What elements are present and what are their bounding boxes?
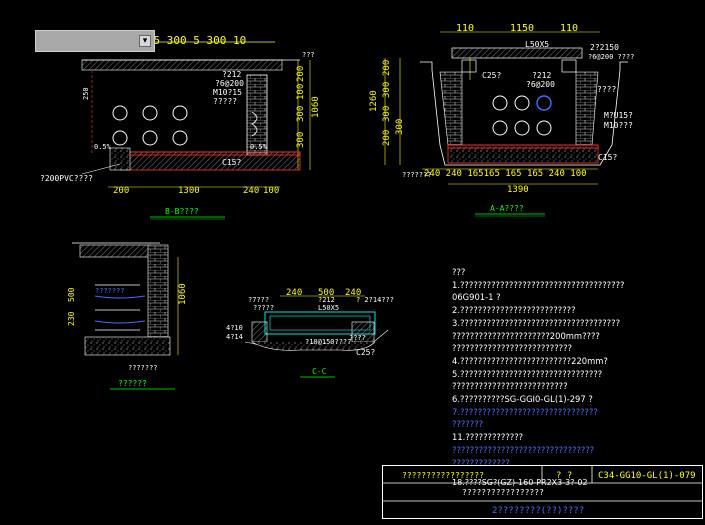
dc-left-2: 4?14 [226, 333, 243, 341]
b-bottom-dim-3: 240 [243, 186, 259, 196]
a-rebar-1: ?212 [532, 71, 551, 80]
design-notes: ??? 1.???????????????????????????????????… [452, 266, 702, 469]
note-line: ??????? [452, 419, 484, 430]
tb-fig-no: C34-GG10-GL(1)-079 [598, 471, 696, 481]
a-left-dim-total: 1260 [369, 90, 379, 112]
a-side-3: M10??? [604, 121, 633, 130]
b-right-dim-4: 300 [296, 132, 306, 148]
dl-dim-1: 1060 [178, 283, 188, 305]
note-line: ?????????????????????????? [452, 381, 568, 392]
note-line: 2.?????????????????????????? [452, 305, 576, 316]
a-note: ??????? [402, 171, 432, 179]
b-right-dim-3: 300 [296, 106, 306, 122]
a-c-label: C25? [482, 71, 501, 80]
note-line: 1.????????????????????????????????????? [452, 279, 625, 290]
b-slope-label-2: 0.5% [250, 143, 268, 151]
dc-bottom-1: ?10@150???? [305, 338, 351, 346]
note-line: ??? [452, 267, 466, 277]
dc-callout-1: ?7??? [248, 296, 269, 304]
dl-note: ??????? [128, 364, 158, 372]
note-line: 11.????????????? [452, 432, 524, 443]
note-line: ???????????????????????????????? [452, 444, 595, 455]
section-a-a: 110 1150 110 2?2150 ?6@200 ???? L50X5 ?2… [369, 23, 634, 217]
a-side-2: M?U15? [604, 111, 633, 120]
a-top-dim-3: 110 [560, 23, 578, 34]
a-base-label: C15? [598, 153, 617, 162]
b-top-dims: 300 5 300 5 300 10 [127, 34, 246, 47]
b-bottom-dim-2: 1300 [178, 186, 200, 196]
note-line: 4.?????????????????????????220mm? [452, 355, 608, 366]
a-top-dim-2: 1150 [510, 23, 534, 34]
a-top-dim-1: 110 [456, 23, 474, 34]
b-right-dim-1: 200 [296, 66, 306, 82]
a-left-dim-2: 300 [382, 82, 392, 98]
dc-title: C-C [312, 367, 327, 376]
dc-top-dim-1: 240 [286, 288, 302, 298]
a-left-dim-1: 200 [382, 60, 392, 76]
dc-top-dim-2: 500 [318, 288, 334, 298]
tb-company: ????????????????? [402, 471, 484, 480]
viewport-toolbar: ▾ [35, 30, 155, 52]
b-base-label: C15? [222, 158, 241, 167]
detail-c-c: 240 500 240 ?7??? ????? L50X5 ?212 ? 2?1… [226, 288, 394, 378]
detail-left: ??????? 1060 230 500 ??????? ?????? [67, 242, 188, 390]
b-callout-4: ????? [213, 97, 237, 106]
b-left-dim: 250 [82, 87, 90, 100]
note-line: 5.???????????????????????????????? [452, 368, 603, 379]
b-callout-3: M10?15 [213, 88, 242, 97]
note-line: 7.??????????????????????????????? [452, 406, 598, 417]
a-side-1: ???? [597, 85, 616, 94]
dc-bottom-2: ???? [349, 334, 366, 342]
a-left-dim-4: 200 [382, 130, 392, 146]
title-block: ????????????????? ? ? C34-GG10-GL(1)-079… [382, 465, 703, 519]
b-bottom-dim-1: 200 [113, 186, 129, 196]
a-bottom-dims: 240 240 165165 165 165 240 100 [424, 169, 587, 179]
b-right-dim-2: 100 [296, 84, 306, 100]
dc-callout-5: ? 2?14??? [356, 296, 394, 304]
note-line: ????????????? [452, 457, 510, 468]
dl-title: ?????? [118, 379, 147, 388]
dc-callout-2: ????? [253, 304, 274, 312]
b-callout-2: ?6@200 [215, 79, 244, 88]
a-rebar-2: ?6@200 [526, 80, 555, 89]
a-beam-label: L50X5 [525, 40, 549, 49]
viewport-menu-icon[interactable]: ▾ [139, 35, 151, 47]
note-line: ??????????????????????200mm???? [452, 330, 600, 341]
a-top-right: 2?2150 [590, 43, 619, 52]
title-block-frame: ????????????????? ? ? C34-GG10-GL(1)-079… [382, 465, 703, 519]
b-top-label: ??? [302, 51, 315, 59]
dc-callout-3: L50X5 [318, 304, 339, 312]
a-top-right-2: ?6@200 ???? [588, 53, 634, 61]
a-bottom-total: 1390 [507, 185, 529, 195]
dc-top-dim-3: 240 [345, 288, 361, 298]
b-callout-1: ?212 [222, 70, 241, 79]
b-right-dim-total: 1060 [311, 96, 321, 118]
dl-label-1: ??????? [95, 287, 125, 295]
b-slope-label: 0.5% [94, 143, 112, 151]
note-line: 6.??????????SG-GGI0-GL(1)-297 ? [452, 394, 593, 405]
a-section-title: A-A???? [490, 204, 524, 213]
b-section-title: B-B???? [165, 207, 199, 216]
tb-fig-label: ? ? [556, 471, 572, 481]
b-bottom-dim-4: 100 [263, 186, 279, 196]
a-left-dim-5: 300 [395, 119, 405, 135]
note-line: ??????????????????????????? [452, 343, 573, 354]
b-pipe-label: ?200PVC???? [40, 174, 93, 183]
tb-row-1: ????????????????? [462, 488, 544, 497]
dc-callout-4: ?212 [318, 296, 335, 304]
dl-dim-2: 230 [67, 311, 76, 326]
dc-c-label: C25? [356, 348, 375, 357]
section-b-b: 300 5 300 5 300 10 ??? 250 ?212 ?6@200 M… [40, 34, 321, 220]
note-line: 3.???????????????????????????????????? [452, 317, 621, 328]
a-left-dim-3: 300 [382, 106, 392, 122]
tb-row-2: 18.????SG?(GZ)-160-PR2X3-3?-02 [452, 478, 588, 487]
dc-left-1: 4?10 [226, 324, 243, 332]
note-line: 06G901-1 ? [452, 292, 501, 303]
tb-drawing-title: 2????????(??)???? [492, 506, 584, 516]
dl-dim-3: 500 [67, 287, 76, 302]
